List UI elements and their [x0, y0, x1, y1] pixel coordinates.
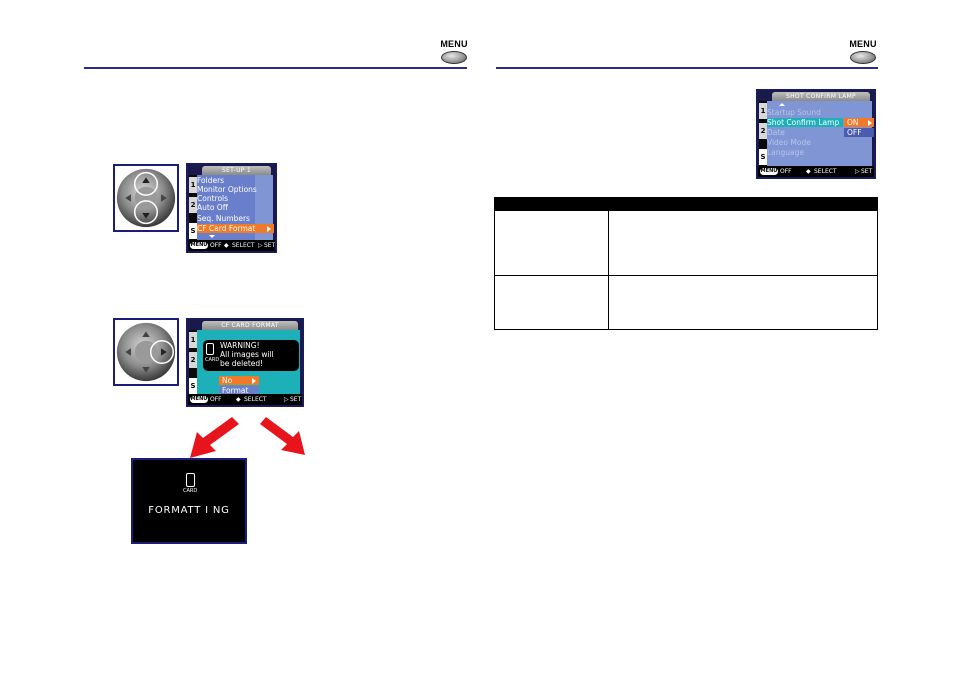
menu-item-folders: Folders [197, 176, 225, 185]
warning-line-3: be deleted! [220, 359, 264, 368]
tab-2: 2 [759, 123, 767, 139]
menu-item-language: Language [767, 148, 805, 157]
tab-1: 1 [759, 103, 767, 119]
scroll-down-icon [209, 235, 215, 238]
menu-item-video-mode: Video Mode [767, 138, 811, 147]
shot-confirm-lamp-screen: SHOT CONFIRM LAMP 1 2 S Startup Sound Sh… [756, 89, 876, 179]
screen-tabs: 1 2 S [189, 175, 197, 240]
footer-set-icon: ▷ [284, 396, 289, 403]
screen-footer: MENU OFF ◆ SELECT ▷ SET [188, 240, 275, 251]
header-rule-right [496, 67, 878, 69]
screen-footer: MENU OFF ◆ SELECT ▷ SET [758, 166, 874, 177]
menu-oval-icon [441, 51, 467, 64]
option-highlight [219, 376, 259, 385]
footer-menu-pill: MENU [190, 242, 208, 249]
footer-off: OFF [210, 242, 222, 249]
cf-card-icon [186, 473, 195, 487]
footer-menu-pill: MENU [760, 168, 778, 175]
screen-title: CF CARD FORMAT [202, 321, 298, 330]
red-arrow-down-right-icon [260, 417, 305, 455]
screen-menu-body: Startup Sound Shot Confirm Lamp Date Vid… [767, 101, 874, 166]
right-arrow-icon [868, 120, 872, 126]
footer-select-icon: ◆ [224, 242, 229, 249]
multi-selector-right-icon [113, 318, 179, 386]
tab-s: S [189, 378, 197, 394]
menu-label: MENU [440, 39, 468, 49]
menu-item-auto-off: Auto Off [197, 203, 228, 212]
screen-title: SHOT CONFIRM LAMP [772, 92, 870, 101]
menu-item-controls: Controls [197, 194, 229, 203]
option-no: No [222, 376, 233, 385]
footer-select: SELECT [814, 168, 837, 175]
screen-tabs: 1 2 S [189, 330, 197, 394]
menu-button-icon-right: MENU [846, 39, 880, 64]
item-highlight [767, 118, 843, 127]
footer-off: OFF [780, 168, 792, 175]
footer-set-icon: ▷ [258, 242, 263, 249]
footer-select-icon: ◆ [806, 168, 811, 175]
tab-s: S [759, 149, 767, 165]
footer-select: SELECT [244, 396, 267, 403]
table-row [495, 276, 877, 329]
option-format-bg [219, 386, 259, 395]
cf-card-icon [206, 343, 214, 355]
menu-item-startup-sound: Startup Sound [767, 108, 821, 117]
formatting-screen: CARD FORMATT I NG [131, 458, 247, 544]
tab-1: 1 [189, 177, 197, 193]
footer-set: SET [264, 242, 276, 249]
option-highlight [844, 118, 874, 127]
card-label: CARD [183, 488, 198, 494]
option-off: OFF [847, 128, 862, 137]
menu-label: MENU [849, 39, 877, 49]
warning-line-2: All images will [220, 350, 274, 359]
table-column-divider [608, 198, 609, 329]
footer-set: SET [861, 168, 873, 175]
tab-s: S [189, 223, 197, 239]
multi-selector-up-down-icon [113, 164, 179, 232]
tab-2: 2 [189, 197, 197, 213]
formatting-message: FORMATT I NG [148, 505, 230, 516]
option-format: Format [222, 386, 249, 395]
card-label: CARD [205, 357, 220, 363]
screen-footer: MENU OFF ◆ SELECT ▷ SET [188, 394, 302, 405]
right-arrow-icon [252, 378, 256, 384]
screen-menu-body: Folders Monitor Options Controls Auto Of… [197, 175, 274, 244]
menu-item-cf-card-format: CF Card Format [197, 224, 256, 233]
scroll-up-icon [779, 103, 785, 106]
cf-card-format-screen: CF CARD FORMAT 1 2 S CARD WARNING! All i… [186, 318, 304, 407]
header-rule-left [84, 67, 467, 69]
menu-item-seq-numbers: Seq. Numbers [197, 214, 250, 223]
footer-menu-pill: MENU [190, 396, 208, 403]
right-arrow-icon [267, 226, 271, 232]
footer-select: SELECT [232, 242, 255, 249]
red-arrow-down-left-icon [190, 417, 239, 458]
warning-box [203, 340, 299, 371]
footer-select-icon: ◆ [236, 396, 241, 403]
tab-1: 1 [189, 332, 197, 348]
footer-off: OFF [210, 396, 222, 403]
footer-set: SET [290, 396, 302, 403]
screen-tabs: 1 2 S [759, 101, 767, 166]
screen-title: SET-UP 1 [202, 166, 271, 175]
footer-set-icon: ▷ [855, 168, 860, 175]
menu-button-icon-left: MENU [437, 39, 471, 64]
menu-oval-icon [850, 51, 876, 64]
option-on: ON [847, 118, 859, 127]
warning-line-1: WARNING! [220, 341, 260, 350]
option-off-bg [844, 128, 874, 137]
highlight-bar [197, 224, 274, 233]
screen-dialog-body: CARD WARNING! All images will be deleted… [197, 330, 300, 395]
menu-item-monitor-options: Monitor Options [197, 185, 257, 194]
table-row-divider [495, 275, 877, 276]
menu-item-date: Date [767, 128, 785, 137]
table-row [495, 212, 877, 275]
menu-item-shot-confirm-lamp: Shot Confirm Lamp [767, 118, 840, 127]
table-header [495, 198, 877, 211]
setup1-screen: SET-UP 1 1 2 S Folders Monitor Options C… [186, 163, 277, 253]
options-table [494, 197, 878, 330]
tab-2: 2 [189, 352, 197, 368]
